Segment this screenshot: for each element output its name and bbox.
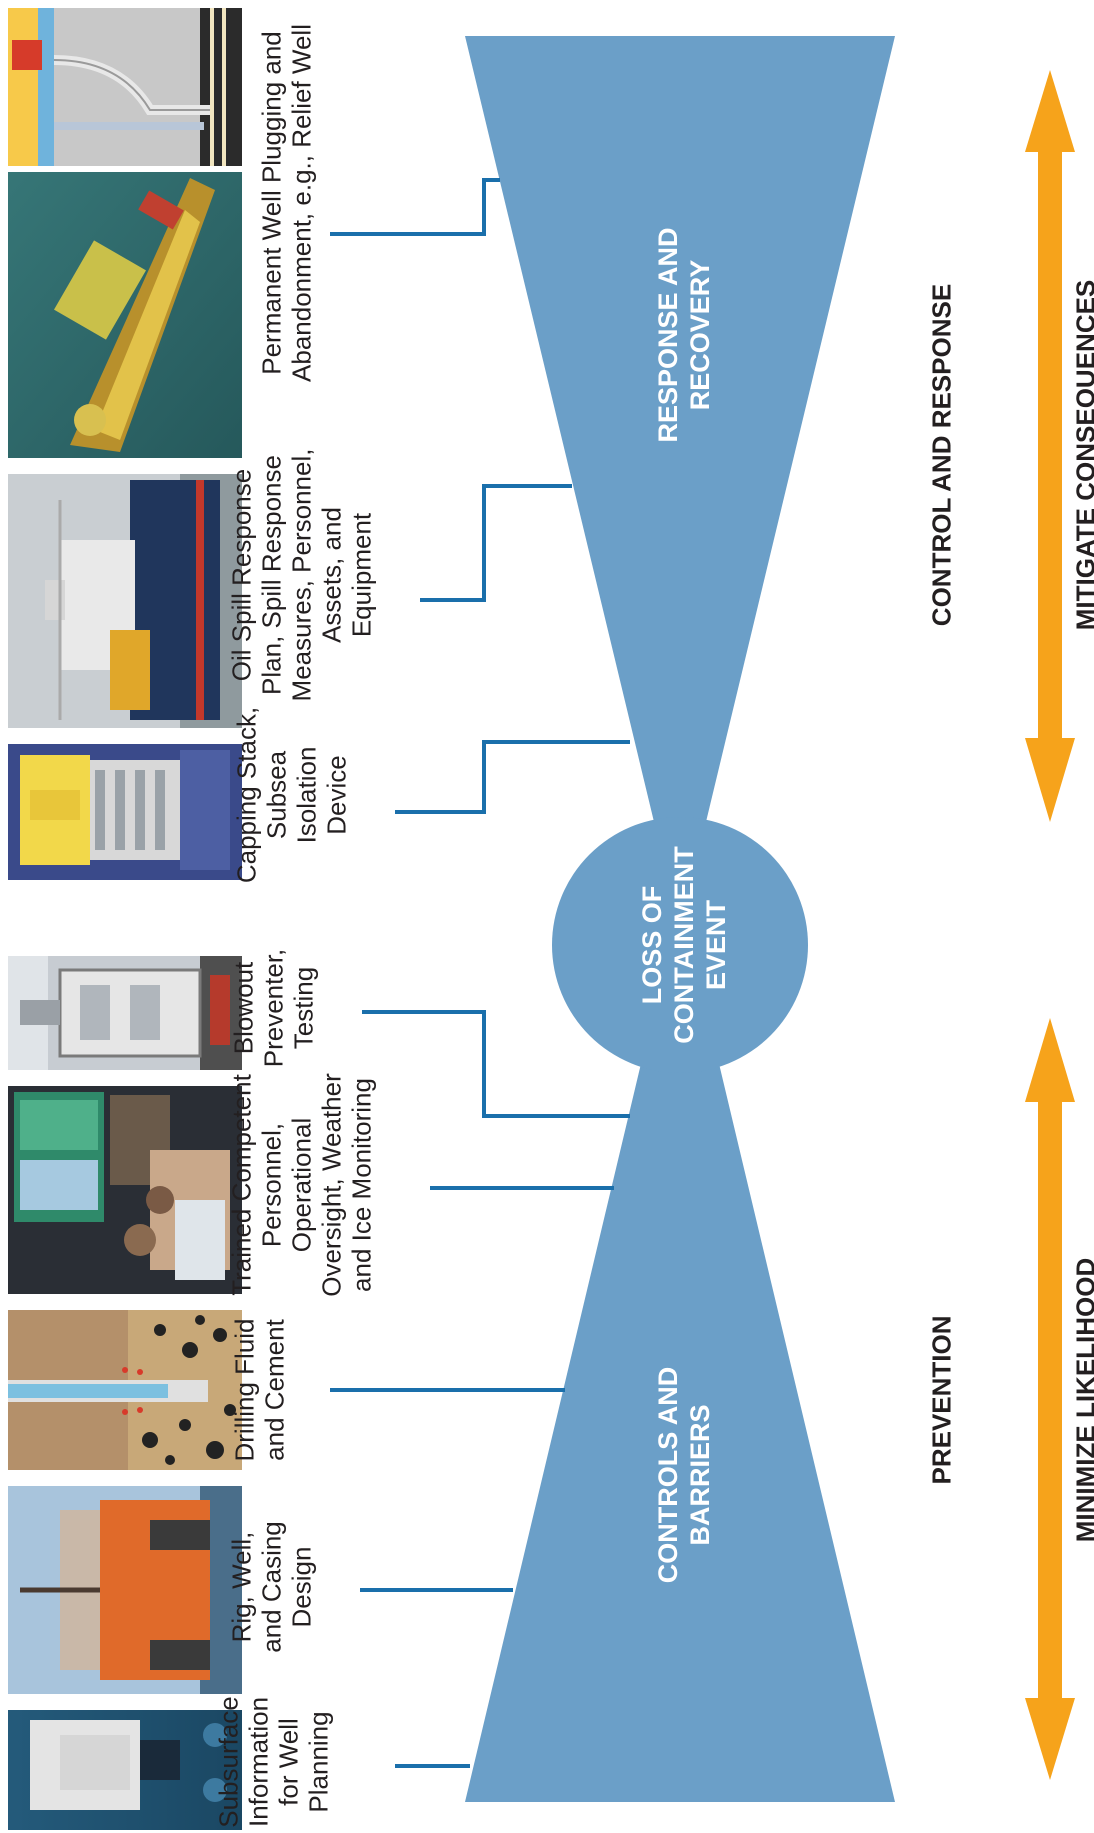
label-rig-design-line: Design xyxy=(287,1547,317,1628)
bowtie-shape xyxy=(465,36,895,1802)
controls-barriers-text-line: BARRIERS xyxy=(685,1404,715,1545)
label-subsurface-info-line: for Well xyxy=(274,1718,304,1806)
heading-mitigate-consequences: MITIGATE CONSEQUENCES xyxy=(1071,280,1094,631)
label-trained-personnel-line: Oversight, Weather xyxy=(317,1073,347,1297)
label-blowout-preventer-line: Testing xyxy=(289,967,319,1049)
heading-control-response: CONTROL AND RESPONSE xyxy=(927,284,957,626)
label-oil-spill-response-line: Measures, Personnel, xyxy=(287,449,317,702)
label-drilling-fluid-line: Drilling Fluid xyxy=(230,1318,260,1461)
label-relief-well-line: Abandonment, e.g., Relief Well xyxy=(287,24,317,382)
label-trained-personnel-line: Trained Competent xyxy=(227,1073,257,1295)
label-drilling-fluid-line: and Cement xyxy=(260,1318,290,1460)
photo-oil-spill-vessel xyxy=(8,474,242,728)
label-subsurface-info-line: Information xyxy=(244,1697,274,1827)
connector-lines xyxy=(330,178,630,1768)
minimize-arrow xyxy=(1025,1018,1075,1780)
heading-mitigate-consequences-line: MITIGATE CONSEQUENCES xyxy=(1071,280,1094,631)
label-rig-design-line: and Casing xyxy=(257,1521,287,1653)
response-recovery-text-line: RESPONSE AND xyxy=(653,227,683,442)
side-headings: CONTROL AND RESPONSE PREVENTION MITIGATE C… xyxy=(927,280,1094,1543)
response-recovery-triangle xyxy=(465,36,895,930)
label-rig-design-line: Rig, Well, xyxy=(227,1532,257,1643)
label-capping-stack-line: Isolation xyxy=(292,747,322,844)
response-recovery-text-line: RECOVERY xyxy=(685,260,715,411)
label-trained-personnel-line: Operational xyxy=(287,1118,317,1252)
label-blowout-preventer-line: Blowout xyxy=(229,961,259,1054)
label-oil-spill-response-line: Plan, Spill Response xyxy=(257,455,287,695)
heading-control-response-line: CONTROL AND RESPONSE xyxy=(927,284,957,626)
photo-relief-well-diagram xyxy=(8,8,242,166)
arrows xyxy=(1025,70,1075,1780)
label-trained-personnel-line: and Ice Monitoring xyxy=(347,1078,377,1292)
loss-of-containment-circle xyxy=(552,817,808,1073)
photo-blowout-preventer xyxy=(8,956,242,1070)
connector-relief-well xyxy=(330,178,500,236)
photo-survey-vessel xyxy=(8,1710,242,1830)
photo-drilling-vessel xyxy=(8,172,242,458)
heading-minimize-likelihood-line: MINIMIZE LIKELIHOOD xyxy=(1071,1258,1094,1543)
label-trained-personnel-line: Personnel, xyxy=(257,1123,287,1247)
loss-of-containment-text-line: CONTAINMENT xyxy=(669,846,699,1044)
label-capping-stack-line: Capping Stack, xyxy=(232,707,262,883)
heading-prevention: PREVENTION xyxy=(927,1315,957,1484)
photo-drilling-fluid-cement xyxy=(8,1310,242,1470)
connector-blowout-preventer xyxy=(362,1010,630,1118)
loss-of-containment-text-line: EVENT xyxy=(701,899,731,990)
label-oil-spill-response-line: Assets, and xyxy=(317,507,347,643)
label-blowout-preventer-line: Preventer, xyxy=(259,949,289,1068)
heading-prevention-line: PREVENTION xyxy=(927,1315,957,1484)
label-subsurface-info-line: Subsurface xyxy=(214,1696,244,1828)
connector-capping-stack xyxy=(395,740,630,814)
controls-barriers-text-line: CONTROLS AND xyxy=(653,1367,683,1584)
photo-drilling-rig xyxy=(8,1486,242,1694)
photo-strip xyxy=(8,8,242,1830)
photo-control-room xyxy=(8,1086,242,1294)
label-capping-stack-line: Device xyxy=(322,755,352,834)
connector-oil-spill xyxy=(420,484,572,602)
loss-of-containment-text-line: LOSS OF xyxy=(637,886,667,1005)
mitigate-arrow xyxy=(1025,70,1075,822)
photo-capping-stack xyxy=(8,744,242,880)
controls-barriers-triangle xyxy=(465,900,895,1802)
label-oil-spill-response-line: Equipment xyxy=(347,512,377,637)
label-relief-well-line: Permanent Well Plugging and xyxy=(257,31,287,375)
label-subsurface-info-line: Planning xyxy=(304,1711,334,1812)
heading-minimize-likelihood: MINIMIZE LIKELIHOOD xyxy=(1071,1258,1094,1543)
label-capping-stack-line: Subsea xyxy=(262,750,292,839)
label-oil-spill-response-line: Oil Spill Response xyxy=(227,469,257,681)
